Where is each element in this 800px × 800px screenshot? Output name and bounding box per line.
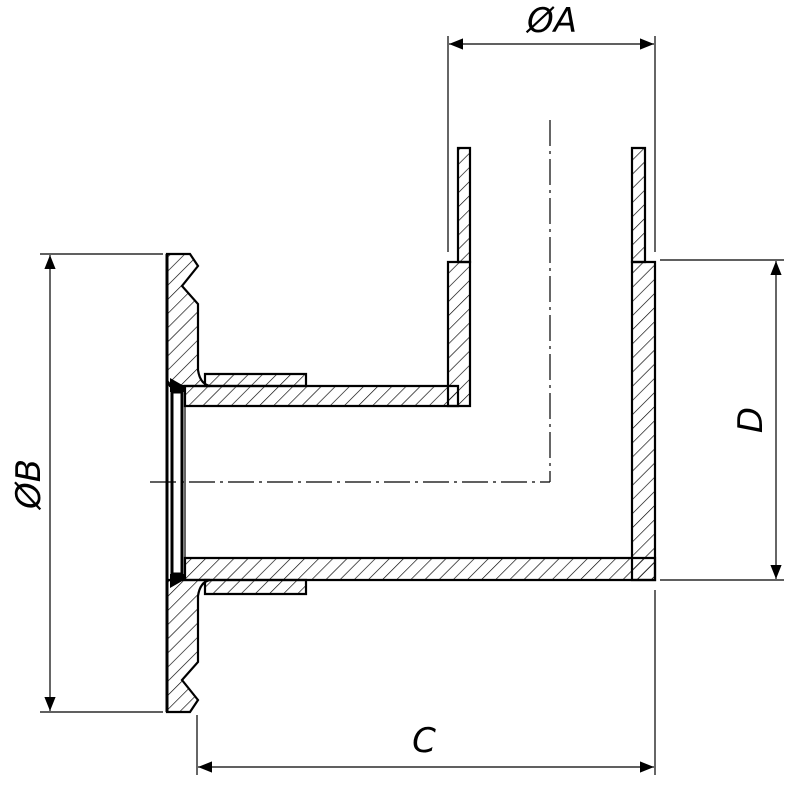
dimension-d-label: D xyxy=(731,407,771,433)
ferrule-sleeve-bottom xyxy=(203,578,308,596)
gasket-seal-top xyxy=(170,378,184,392)
dimension-a: ØA xyxy=(447,1,656,252)
dimension-b-label: ØB xyxy=(9,459,49,511)
flange-lower xyxy=(165,578,211,714)
flange-upper xyxy=(165,252,211,388)
dimension-a-label: ØA xyxy=(525,1,577,41)
dimension-d: D xyxy=(660,259,784,581)
dimension-b: ØB xyxy=(9,253,163,713)
spigot-wall-left xyxy=(456,146,472,264)
horizontal-wall-bottom xyxy=(183,556,657,582)
dimension-c: C xyxy=(196,590,656,775)
gasket-strip xyxy=(170,390,184,576)
gasket-seal-bottom xyxy=(170,574,184,588)
body-wall-right xyxy=(630,260,657,582)
ferrule-sleeve-top xyxy=(203,372,308,388)
dimension-c-label: C xyxy=(412,721,436,761)
body-wall-upper-bend xyxy=(446,260,472,408)
spigot-wall-right xyxy=(630,146,647,264)
horizontal-wall-top xyxy=(183,384,460,408)
